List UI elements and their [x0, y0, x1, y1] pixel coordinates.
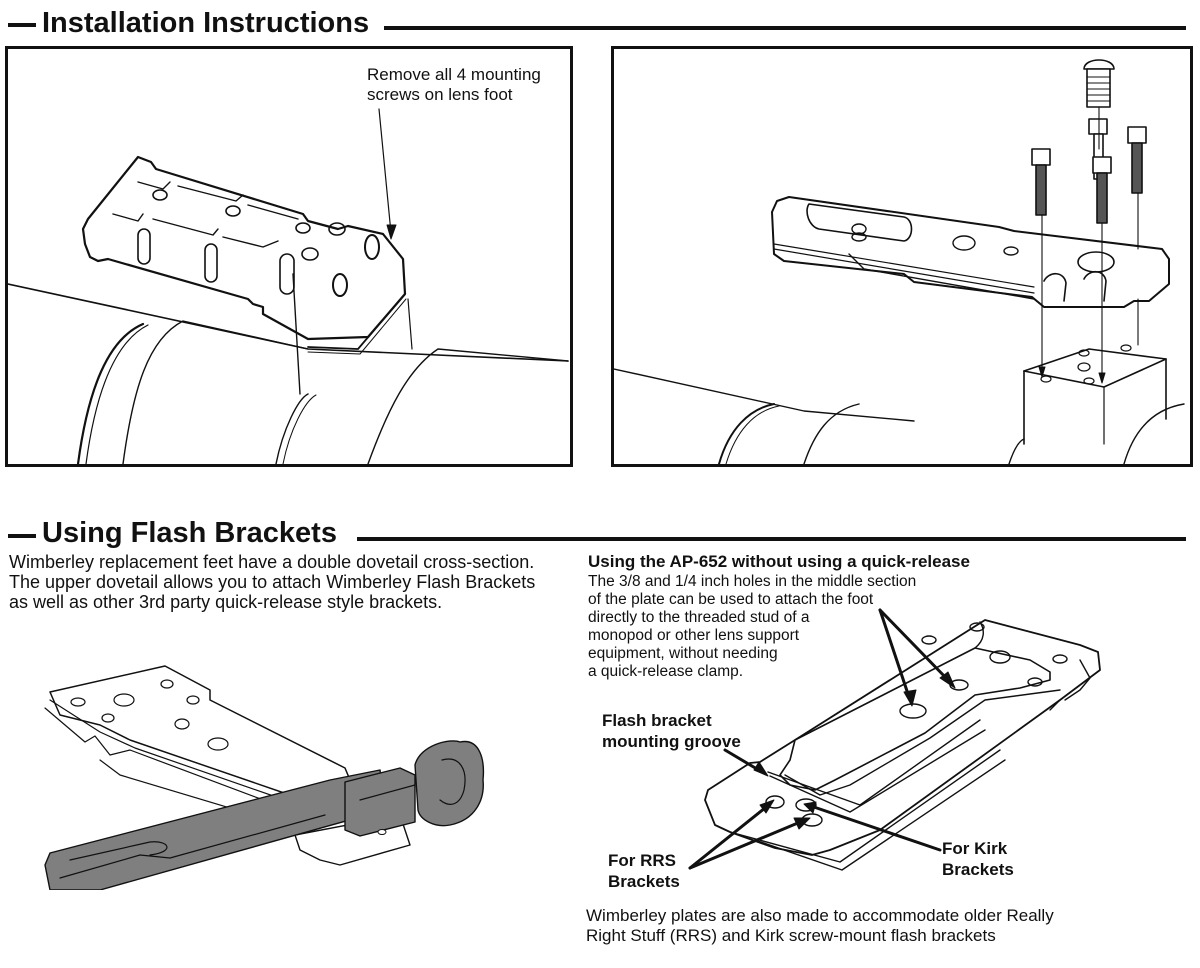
header-lead-rule [8, 534, 36, 538]
intro-line: Wimberley replacement feet have a double… [9, 552, 535, 572]
label-line: mounting groove [602, 732, 741, 751]
header-lead-rule [8, 23, 36, 27]
label-line: Flash bracket [602, 711, 712, 730]
ap652-line: a quick-release clamp. [588, 663, 744, 680]
quarter-inch-hole [899, 703, 927, 719]
ap652-heading: Using the AP-652 without using a quick-r… [588, 552, 970, 571]
alignment-lines [1041, 106, 1139, 380]
rrs-hole [765, 795, 785, 809]
screw-icons [1031, 59, 1147, 224]
footer-line: Right Stuff (RRS) and Kirk screw-mount f… [586, 926, 996, 945]
ap652-line: The 3/8 and 1/4 inch holes in the middle… [588, 573, 917, 590]
ap652-plate-illustration [688, 608, 1101, 871]
compatibility-note: Wimberley plates are also made to accomm… [586, 906, 1054, 946]
ap652-line: monopod or other lens support [588, 627, 800, 644]
flash-bracket-illustration [44, 665, 485, 890]
ap652-body: The 3/8 and 1/4 inch holes in the middle… [588, 573, 916, 681]
callout-leader [378, 108, 392, 234]
ap652-line: of the plate can be used to attach the f… [588, 591, 874, 608]
callout-line: Remove all 4 mounting [367, 65, 541, 84]
section-title: Using Flash Brackets [42, 517, 337, 549]
flash-bracket-intro: Wimberley replacement feet have a double… [9, 552, 535, 612]
kirk-brackets-label: For Kirk Brackets [942, 838, 1014, 880]
knob-icon [414, 740, 485, 827]
remove-screws-callout: Remove all 4 mounting screws on lens foo… [367, 65, 541, 105]
ap652-line: equipment, without needing [588, 645, 778, 662]
kirk-hole [795, 798, 817, 812]
lens-barrel-edge [8, 283, 569, 362]
label-line: Brackets [608, 872, 680, 891]
intro-line: as well as other 3rd party quick-release… [9, 592, 443, 612]
exploded-plate-illustration [614, 59, 1185, 464]
install-panel-remove-screws: Remove all 4 mounting screws on lens foo… [5, 46, 573, 467]
label-line: For Kirk [942, 839, 1008, 858]
rrs-brackets-label: For RRS Brackets [608, 850, 680, 892]
label-line: For RRS [608, 851, 676, 870]
callout-line: screws on lens foot [367, 85, 513, 104]
groove-label: Flash bracket mounting groove [602, 710, 741, 752]
ap652-line: directly to the threaded stud of a [588, 609, 810, 626]
lens-foot-illustration [8, 108, 569, 464]
install-panel-attach-plate [611, 46, 1193, 467]
header-trail-rule [384, 26, 1186, 30]
section-header-flash-brackets: Using Flash Brackets [0, 512, 1200, 552]
intro-line: The upper dovetail allows you to attach … [9, 572, 536, 592]
section-title: Installation Instructions [42, 7, 370, 39]
section-header-installation: Installation Instructions [0, 4, 1200, 44]
header-trail-rule [357, 537, 1186, 541]
footer-line: Wimberley plates are also made to accomm… [586, 906, 1054, 925]
label-line: Brackets [942, 860, 1014, 879]
